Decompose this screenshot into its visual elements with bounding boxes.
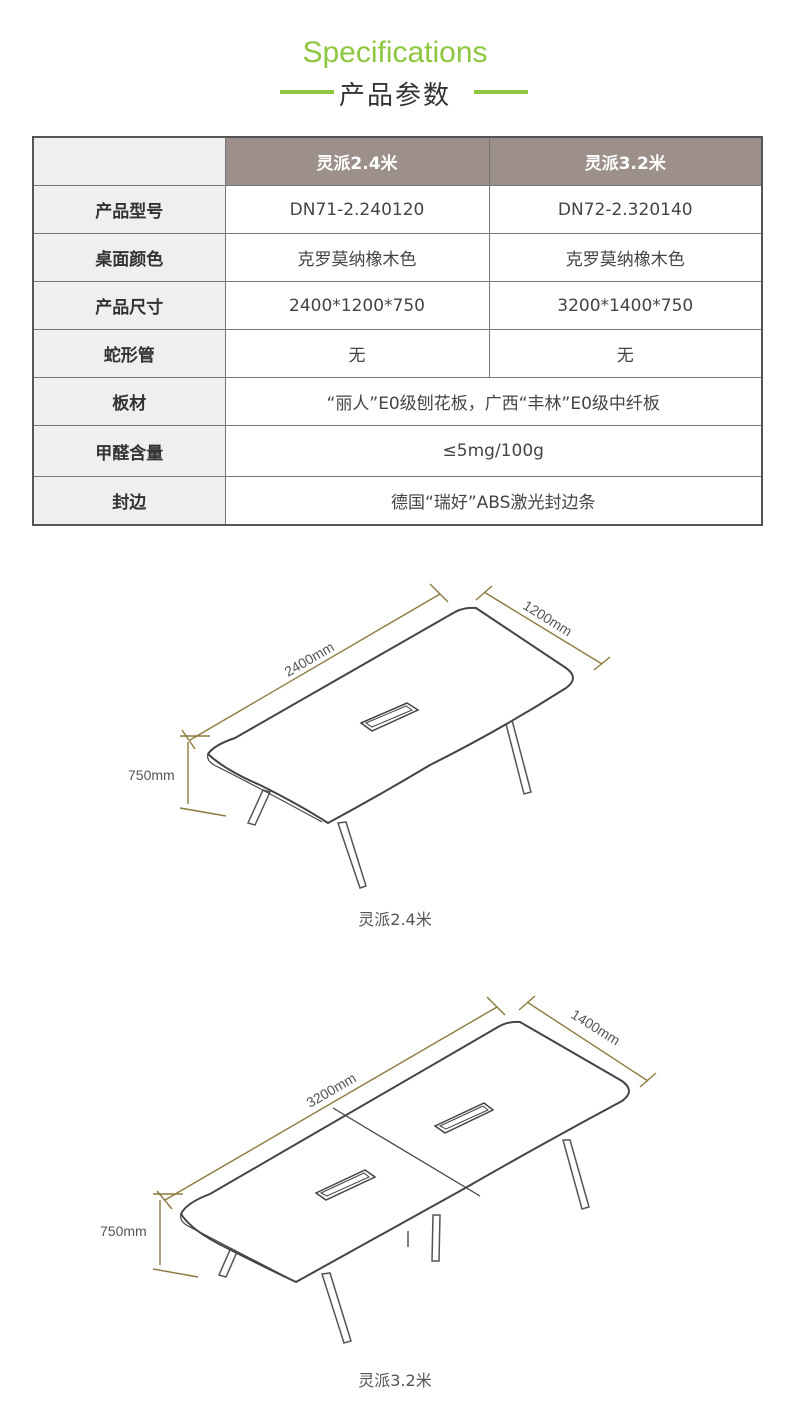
cell-tube-3-2: 无 <box>488 329 763 378</box>
cable-grommet-1 <box>314 1169 377 1201</box>
leg-front <box>336 821 367 889</box>
row-label: 产品型号 <box>32 185 226 234</box>
dim-width-label: 1200mm <box>520 597 575 639</box>
row-label: 产品尺寸 <box>32 281 226 330</box>
cell-formaldehyde: ≤5mg/100g <box>224 425 763 477</box>
row-label: 蛇形管 <box>32 329 226 378</box>
row-label: 桌面颜色 <box>32 233 226 282</box>
leg-back-right <box>504 719 532 795</box>
title-chinese: 产品参数 <box>338 81 451 111</box>
dimension-lines <box>152 995 657 1278</box>
leg-back-right <box>562 1139 590 1210</box>
column-header-2-4: 灵派2.4米 <box>224 136 490 186</box>
cell-size-3-2: 3200*1400*750 <box>488 281 763 330</box>
cell-edge-banding: 德国“瑞好”ABS激光封边条 <box>224 476 763 526</box>
table-edge <box>207 753 323 823</box>
caption-table-3-2: 灵派3.2米 <box>358 1371 432 1390</box>
diagram-table-2-4: 2400mm 1200mm 750mm <box>0 560 790 900</box>
diagram-table-3-2: 3200mm 1400mm 750mm <box>0 985 790 1355</box>
cell-tube-2-4: 无 <box>224 329 490 378</box>
table-3-2-drawing: 3200mm 1400mm 750mm <box>100 995 657 1344</box>
cell-model-3-2: DN72-2.320140 <box>488 185 763 234</box>
cell-color-2-4: 克罗莫纳橡木色 <box>224 233 490 282</box>
cell-color-3-2: 克罗莫纳橡木色 <box>488 233 763 282</box>
table-corner-cell <box>32 136 226 186</box>
spec-table: 灵派2.4米 灵派3.2米 产品型号 DN71-2.240120 DN72-2.… <box>32 136 763 526</box>
cell-model-2-4: DN71-2.240120 <box>224 185 490 234</box>
title-decor-bar-left <box>280 90 334 94</box>
dimension-lines <box>179 583 611 817</box>
table-row: 产品尺寸 2400*1200*750 3200*1400*750 <box>32 281 763 330</box>
dim-length-label: 3200mm <box>304 1070 359 1111</box>
cable-grommet <box>359 702 420 732</box>
table-row: 封边 德国“瑞好”ABS激光封边条 <box>32 476 763 526</box>
dim-height-label: 750mm <box>128 767 175 783</box>
table-row: 板材 “丽人”E0级刨花板，广西“丰林”E0级中纤板 <box>32 377 763 426</box>
table-top <box>179 1020 630 1284</box>
cell-size-2-4: 2400*1200*750 <box>224 281 490 330</box>
title-decor-bar-right <box>474 90 528 94</box>
row-label: 甲醛含量 <box>32 425 226 477</box>
table-seam <box>332 1107 481 1197</box>
column-header-3-2: 灵派3.2米 <box>488 136 763 186</box>
title-chinese-row: 产品参数 <box>0 72 790 112</box>
cell-board-material: “丽人”E0级刨花板，广西“丰林”E0级中纤板 <box>224 377 763 426</box>
table-edge <box>180 1213 297 1283</box>
dim-height-label: 750mm <box>100 1223 147 1239</box>
leg-back-left <box>246 789 272 826</box>
caption-table-2-4: 灵派2.4米 <box>358 910 432 929</box>
title-english: Specifications <box>302 36 488 69</box>
cable-grommet-2 <box>433 1102 495 1134</box>
row-label: 封边 <box>32 476 226 526</box>
table-row: 产品型号 DN71-2.240120 DN72-2.320140 <box>32 185 763 234</box>
table-row: 桌面颜色 克罗莫纳橡木色 克罗莫纳橡木色 <box>32 233 763 282</box>
table-row: 蛇形管 无 无 <box>32 329 763 378</box>
table-2-4-drawing: 2400mm 1200mm 750mm <box>128 583 611 889</box>
row-label: 板材 <box>32 377 226 426</box>
table-row: 甲醛含量 ≤5mg/100g <box>32 425 763 477</box>
center-support <box>431 1214 441 1262</box>
leg-front <box>321 1272 352 1344</box>
dim-width-label: 1400mm <box>568 1006 623 1048</box>
